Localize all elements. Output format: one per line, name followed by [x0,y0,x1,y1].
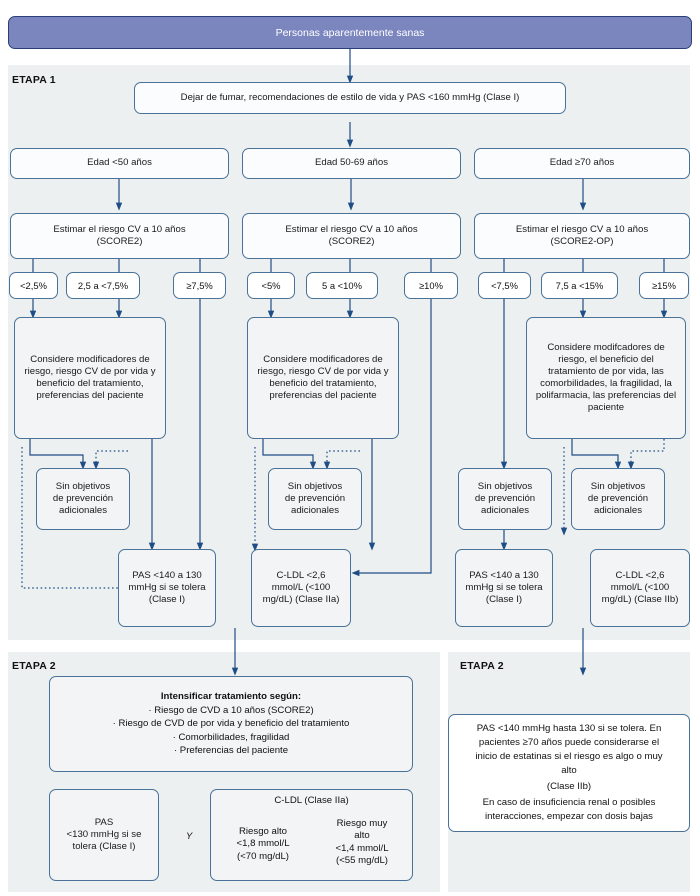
outcome-text-3a: PAS <140 a 130 mmHg si se tolera (Clase … [465,569,543,606]
modifier-box-3: Considere modifcadores de riesgo, el ben… [526,317,686,439]
modifier-box-2: Considere modificadores de riesgo, riesg… [247,317,399,439]
risk-chip-1-2[interactable]: 2,5 a <7,5% [66,272,140,299]
intensify-box: Intensificar tratamiento según: · Riesgo… [49,676,413,772]
note-line-6: En caso de insuficiencia renal o posible… [482,796,656,808]
modifier-text-3: Considere modifcadores de riesgo, el ben… [535,341,677,414]
note-line-1: PAS <140 mmHg hasta 130 si se tolera. En [476,723,662,735]
no-target-text-3b: Sin objetivos de prevención adicionales [587,480,649,517]
note-line-7: interacciones, empezar con dosis bajas [485,810,653,822]
risk-chip-1-3[interactable]: ≥7,5% [173,272,226,299]
ldl-title: C-LDL (Clase IIa) [274,795,349,806]
note-line-5: (Clase IIb) [546,780,592,792]
intensify-item-3: · Preferencias del paciente [173,745,289,757]
age-label-3: Edad ≥70 años [549,157,615,169]
no-target-box-1: Sin objetivos de prevención adicionales [36,468,130,530]
stage2-right-label: ETAPA 2 [460,660,504,672]
lifestyle-box: Dejar de fumar, recomendaciones de estil… [134,82,566,114]
intensify-item-2: · Comorbilidades, fragilidad [172,731,290,743]
risk-chip-2-2[interactable]: 5 a <10% [306,272,378,299]
risk-chip-2-1[interactable]: <5% [247,272,295,299]
stage2-right-note: PAS <140 mmHg hasta 130 si se tolera. En… [448,714,690,832]
age-box-under50: Edad <50 años [10,148,229,179]
outcome-box-ldl-3: C-LDL <2,6 mmol/L (<100 mg/dL) (Clase II… [590,549,690,627]
age-box-70plus: Edad ≥70 años [474,148,690,179]
stage2-pas-box: PAS <130 mmHg si se tolera (Clase I) [49,789,159,881]
outcome-text-2: C-LDL <2,6 mmol/L (<100 mg/dL) (Clase II… [262,569,340,606]
lifestyle-text: Dejar de fumar, recomendaciones de estil… [180,91,520,103]
intensify-item-1: · Riesgo de CVD de por vida y beneficio … [112,718,350,730]
risk-chip-3-1[interactable]: <7,5% [478,272,531,299]
outcome-box-pas-1: PAS <140 a 130 mmHg si se tolera (Clase … [118,549,216,627]
ldl-very-high-risk: Riesgo muy alto <1,4 mmol/L (<55 mg/dL) [335,818,389,867]
note-line-4: alto [561,765,577,777]
note-line-3: inicio de estatinas si el riesgo es algo… [475,751,663,763]
outcome-text-1: PAS <140 a 130 mmHg si se tolera (Clase … [128,569,206,606]
estimate-box-3: Estimar el riesgo CV a 10 años (SCORE2-O… [474,213,690,259]
intensify-item-0: · Riesgo de CVD a 10 años (SCORE2) [148,704,314,716]
stage2-pas-text: PAS <130 mmHg si se tolera (Clase I) [66,816,142,853]
no-target-text-2: Sin objetivos de prevención adicionales [284,480,346,517]
intensify-title: Intensificar tratamiento según: [160,690,302,702]
no-target-text-3a: Sin objetivos de prevención adicionales [474,480,536,517]
stage2-ldl-box: C-LDL (Clase IIa) Riesgo alto <1,8 mmol/… [210,789,413,881]
stage2-left-label: ETAPA 2 [12,660,56,672]
age-label-2: Edad 50-69 años [314,157,389,169]
header-label: Personas aparentemente sanas [275,26,425,39]
risk-chip-1-1[interactable]: <2,5% [9,272,58,299]
age-label-1: Edad <50 años [87,157,152,169]
estimate-label-1: Estimar el riesgo CV a 10 años (SCORE2) [53,223,186,247]
estimate-box-1: Estimar el riesgo CV a 10 años (SCORE2) [10,213,229,259]
modifier-text-1: Considere modificadores de riesgo, riesg… [24,353,156,402]
stage1-label: ETAPA 1 [12,74,56,86]
ldl-high-risk: Riesgo alto <1,8 mmol/L (<70 mg/dL) [236,826,290,862]
modifier-text-2: Considere modificadores de riesgo, riesg… [257,353,389,402]
header-banner: Personas aparentemente sanas [8,16,692,49]
note-line-2: pacientes ≥70 años puede considerarse el [478,737,660,749]
age-box-50-69: Edad 50-69 años [242,148,461,179]
outcome-text-3b: C-LDL <2,6 mmol/L (<100 mg/dL) (Clase II… [601,569,679,606]
estimate-label-2: Estimar el riesgo CV a 10 años (SCORE2) [285,223,418,247]
risk-chip-2-3[interactable]: ≥10% [404,272,458,299]
no-target-box-3-right: Sin objetivos de prevención adicionales [571,468,665,530]
estimate-box-2: Estimar el riesgo CV a 10 años (SCORE2) [242,213,461,259]
and-separator: Y [186,830,193,841]
risk-chip-3-3[interactable]: ≥15% [639,272,689,299]
no-target-box-3-left: Sin objetivos de prevención adicionales [458,468,552,530]
modifier-box-1: Considere modificadores de riesgo, riesg… [14,317,166,439]
outcome-box-pas-3: PAS <140 a 130 mmHg si se tolera (Clase … [455,549,553,627]
no-target-text-1: Sin objetivos de prevención adicionales [52,480,114,517]
outcome-box-ldl-2: C-LDL <2,6 mmol/L (<100 mg/dL) (Clase II… [251,549,351,627]
risk-chip-3-2[interactable]: 7,5 a <15% [541,272,618,299]
estimate-label-3: Estimar el riesgo CV a 10 años (SCORE2-O… [515,223,649,247]
no-target-box-2: Sin objetivos de prevención adicionales [268,468,362,530]
